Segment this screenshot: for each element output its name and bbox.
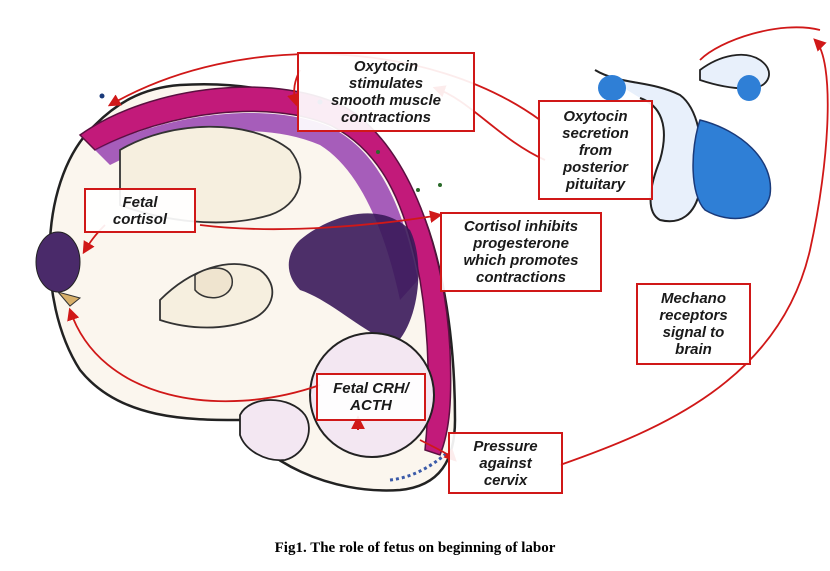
pituitary-nucleus-right — [737, 75, 761, 101]
fetal-adrenal — [35, 231, 81, 293]
figure-caption: Fig1. The role of fetus on beginning of … — [274, 540, 556, 556]
fetal-ear — [239, 399, 310, 462]
dot — [99, 93, 105, 99]
label-mechano-receptors: Mechano receptors signal to brain — [636, 283, 751, 365]
label-oxytocin-secretion: Oxytocin secretion from posterior pituit… — [538, 100, 653, 200]
adrenal-base — [56, 291, 82, 307]
arrow-to-uterus — [699, 26, 821, 61]
pituitary-nucleus-left — [598, 75, 626, 101]
arrow-crh-to-adrenal — [67, 307, 321, 403]
fetal-hand — [194, 267, 233, 299]
label-oxytocin-contractions: Oxytocin stimulates smooth muscle contra… — [297, 52, 475, 132]
pituitary-stalk — [594, 69, 703, 223]
posterior-pituitary — [692, 119, 772, 220]
label-pressure-cervix: Pressure against cervix — [448, 432, 563, 494]
placenta — [288, 213, 419, 345]
arrow-cortisol-to-box — [199, 210, 443, 231]
dot — [438, 183, 442, 187]
cervix — [389, 450, 449, 482]
label-fetal-cortisol: Fetal cortisol — [84, 188, 196, 233]
dot — [416, 188, 420, 192]
label-fetal-crh-acth: Fetal CRH/ ACTH — [316, 373, 426, 421]
arrow-mechano-loop — [559, 38, 829, 466]
label-cortisol-inhibits: Cortisol inhibits progesterone which pro… — [440, 212, 602, 292]
dot — [376, 150, 380, 154]
